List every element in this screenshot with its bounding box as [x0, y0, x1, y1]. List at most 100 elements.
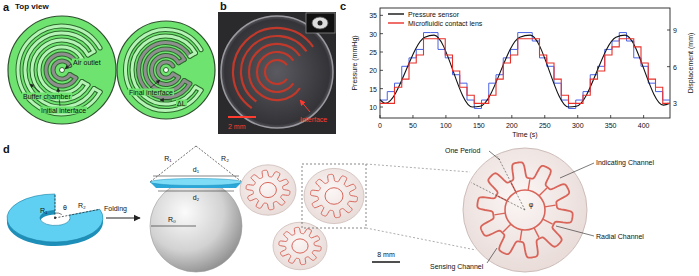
radial-channel: [494, 213, 505, 215]
tick: [380, 88, 383, 89]
part-label: Final interface: [128, 89, 174, 96]
zoom-line: [366, 228, 476, 250]
leader-line: [30, 84, 40, 92]
axis-tick: 350: [605, 122, 617, 129]
radius-line: [151, 226, 196, 227]
tick: [380, 107, 383, 108]
channel-wall: [145, 49, 184, 91]
view-title: Top view: [15, 3, 49, 11]
axis-title: Displacement (mm): [687, 33, 694, 94]
axis-tick: 300: [572, 122, 584, 129]
part-label: Buffer chamber: [22, 93, 72, 100]
cone-line: [196, 146, 242, 182]
tick: [544, 115, 545, 118]
channel-wall: [18, 26, 100, 114]
axis-title: Time (s): [512, 131, 537, 138]
radial-channel: [503, 224, 511, 232]
tick: [412, 115, 413, 118]
inset-eye: [312, 17, 328, 29]
band-top: [150, 179, 242, 186]
lens-photo: [304, 168, 364, 223]
dimension-label: ΔL: [176, 100, 187, 107]
part-label: Interface: [300, 116, 327, 123]
zoom-line: [366, 164, 470, 172]
axis-tick: 200: [506, 122, 518, 129]
part-label: Sensing Channel: [430, 263, 483, 270]
angle-arc: [55, 213, 62, 215]
axis-tick: 25: [369, 49, 377, 56]
annular-sector: [7, 194, 103, 242]
air-outlet: [164, 68, 169, 73]
panel-letter: d: [3, 144, 10, 155]
tick: [667, 30, 670, 31]
red-channel: [246, 170, 290, 210]
radial-channel: [534, 228, 539, 238]
axis-tick: 10: [369, 104, 377, 111]
red-channel: [265, 60, 287, 84]
axis-tick: 20: [369, 67, 377, 74]
radial-channel: [528, 179, 530, 190]
part-label: Indicating Channel: [596, 159, 654, 166]
tick: [380, 33, 383, 34]
step-curve: [380, 33, 670, 109]
dimension-label: R₂: [78, 202, 86, 209]
inset-pupil: [318, 21, 323, 26]
red-channel: [257, 52, 293, 92]
axis-tick: 6: [673, 63, 677, 70]
axis-tick: 35: [369, 12, 377, 19]
channel: [125, 29, 201, 110]
angle-label: θ: [63, 204, 67, 211]
dimension-label: d₂: [193, 194, 200, 201]
tick: [445, 115, 446, 118]
channel-wall: [125, 29, 201, 110]
sensor-curve: [380, 35, 670, 107]
center-dot: [54, 217, 56, 219]
legend-sample: [388, 22, 404, 23]
liquid-fill: [158, 62, 173, 78]
axis-tick: 0: [378, 122, 382, 129]
legend-text: Pressure sensor: [408, 11, 459, 18]
red-channel: [241, 36, 306, 101]
leader-line: [489, 151, 500, 160]
lens-photo: [273, 222, 327, 270]
scale-bar: [228, 116, 256, 118]
leader-line: [65, 64, 71, 69]
part-label: One Period: [445, 147, 480, 154]
zoom-box: [302, 164, 366, 228]
red-channel: [260, 182, 277, 197]
tick: [478, 115, 479, 118]
photo-background: [218, 12, 336, 134]
leader-line: [150, 80, 160, 88]
channel-wall: [158, 62, 173, 78]
dimension-label: R₀: [168, 216, 176, 223]
part-label: Initial interface: [40, 107, 87, 114]
tick: [511, 115, 512, 118]
lens-curve: [380, 39, 670, 104]
red-channel: [310, 174, 357, 217]
dimension-label: R₁: [40, 207, 47, 214]
radius-line: [55, 194, 56, 218]
scale-label: 2 mm: [228, 123, 246, 130]
channel-wall: [53, 61, 70, 79]
tick: [643, 115, 644, 118]
lens-photo: [240, 165, 296, 215]
air-outlet: [60, 68, 65, 73]
step-label: Folding: [104, 205, 127, 212]
axis-tick: 30: [369, 30, 377, 37]
axis-tick: 3: [673, 100, 677, 107]
tick: [380, 52, 383, 53]
axis-tick: 250: [539, 122, 551, 129]
sphere: [150, 180, 242, 272]
tick: [667, 66, 670, 67]
radial-channel: [543, 219, 553, 224]
axis-tick: 400: [638, 122, 650, 129]
cone-line: [150, 146, 196, 182]
device-disc: [8, 16, 116, 124]
plot-frame: [380, 8, 670, 118]
scale-bar: [372, 261, 400, 263]
axis-tick: 100: [440, 122, 452, 129]
lens-zoom: [463, 148, 587, 272]
legend-text: Microfluidic contact lens: [408, 20, 482, 27]
part-label: Radial Channel: [596, 233, 644, 240]
